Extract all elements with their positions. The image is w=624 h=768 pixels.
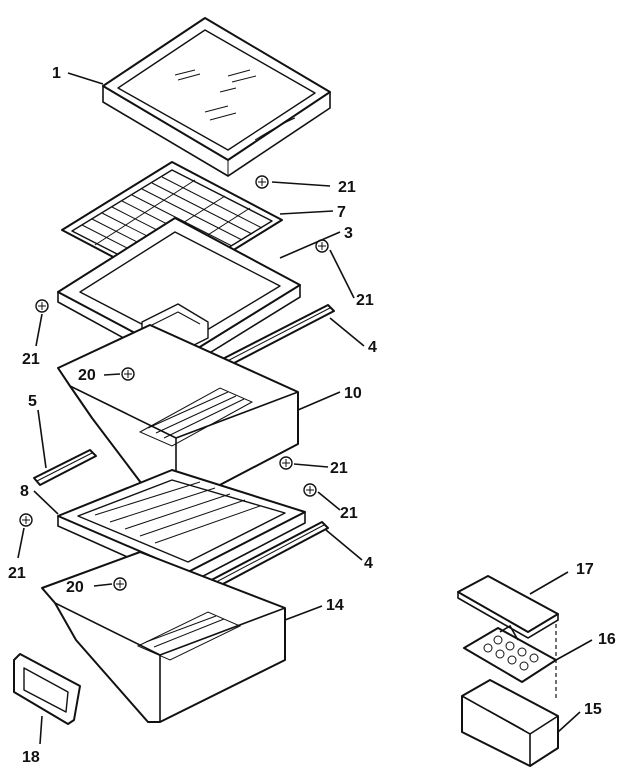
left-rail-part	[33, 449, 97, 486]
callout-16: 16	[598, 631, 616, 648]
callout-4-lower: 4	[364, 555, 373, 572]
lower-crisper-drawer-part	[41, 551, 286, 723]
leader-lines	[17, 72, 593, 745]
screw-icon	[279, 456, 293, 470]
screw-icon	[303, 483, 317, 497]
callout-4-upper: 4	[368, 339, 377, 356]
callout-20-lower: 20	[66, 579, 84, 596]
callout-15: 15	[584, 701, 602, 718]
callout-21-right-lower: 21	[340, 505, 358, 522]
callout-7: 7	[337, 204, 346, 221]
screw-icon	[255, 175, 269, 189]
callout-20-upper: 20	[78, 367, 96, 384]
callout-21-right-mid: 21	[330, 460, 348, 477]
callout-18: 18	[22, 749, 40, 766]
callout-21-top: 21	[338, 179, 356, 196]
screw-icon	[121, 367, 135, 381]
butter-bin-part	[461, 679, 559, 767]
callout-14: 14	[326, 597, 344, 614]
callout-21-left-lower: 21	[8, 565, 26, 582]
callout-1: 1	[52, 65, 61, 82]
screw-icon	[19, 513, 33, 527]
callout-10: 10	[344, 385, 362, 402]
callout-21-left-upper: 21	[22, 351, 40, 368]
screw-icon	[113, 577, 127, 591]
callout-21-right-upper: 21	[356, 292, 374, 309]
callout-8: 8	[20, 483, 29, 500]
lower-crisper-cover-part	[57, 469, 306, 585]
callout-5: 5	[28, 393, 37, 410]
callout-3: 3	[344, 225, 353, 242]
glass-shelf-part	[102, 17, 331, 177]
egg-tray-part	[463, 624, 557, 683]
screw-icon	[315, 239, 329, 253]
screw-icon	[35, 299, 49, 313]
small-frame-part	[13, 653, 81, 725]
butter-door-lid-part	[457, 575, 559, 639]
callout-17: 17	[576, 561, 594, 578]
